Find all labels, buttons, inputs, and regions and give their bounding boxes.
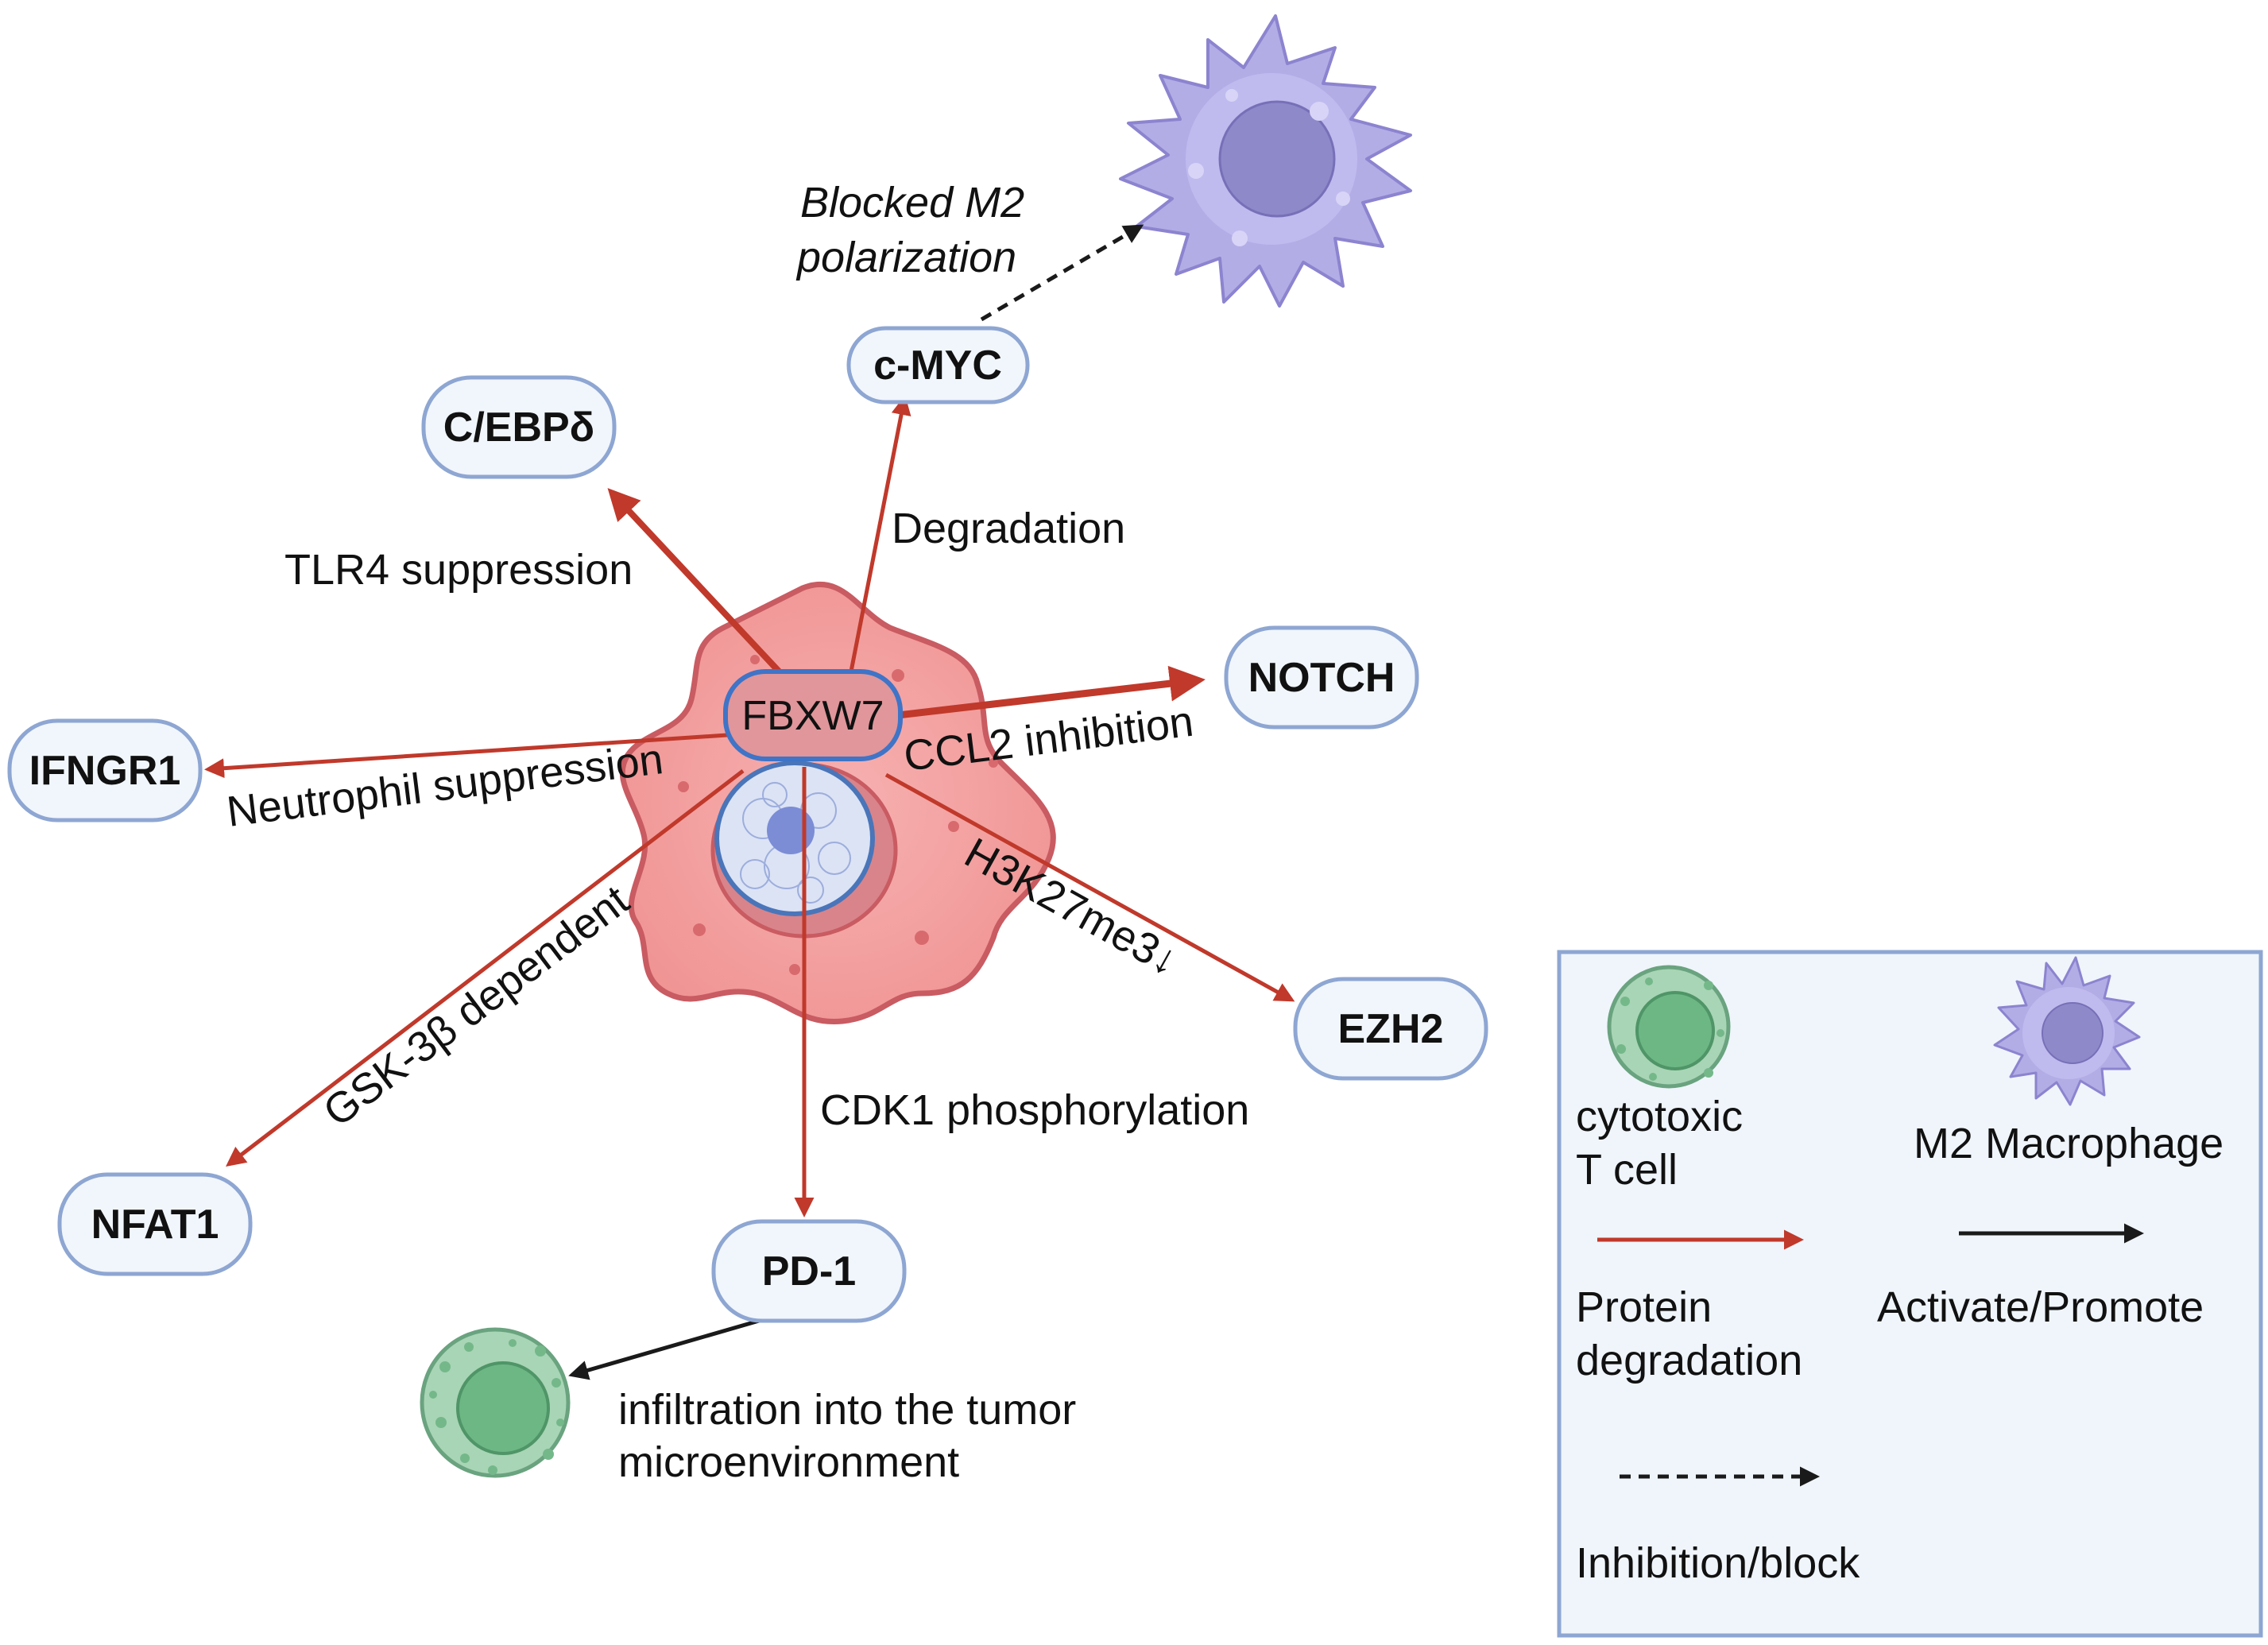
- label-blocked-m2-line2: polarization: [795, 234, 1016, 281]
- label-infiltration-line2: microenvironment: [618, 1438, 959, 1486]
- arrow-to-ifngr1: [204, 733, 728, 779]
- node-ifngr1[interactable]: IFNGR1: [7, 718, 203, 822]
- hub-label: FBXW7: [741, 693, 884, 739]
- m2-macrophage-icon: [1119, 14, 1412, 308]
- arrow-to-cmyc: [848, 395, 911, 676]
- node-ezh2[interactable]: EZH2: [1293, 977, 1488, 1081]
- legend-tcell-line2: T cell: [1576, 1146, 1678, 1194]
- label-neutrophil-suppression: Neutrophil suppression: [224, 735, 666, 836]
- label-infiltration-line1: infiltration into the tumor: [618, 1386, 1076, 1434]
- tumor-cell-icon: [619, 581, 1056, 1025]
- legend: cytotoxic T cell M2 Macrophage Protein d…: [1557, 950, 2263, 1638]
- label-gsk3b-dependent: GSK-3β dependent: [315, 877, 637, 1136]
- hub-node-fbxw7[interactable]: FBXW7: [723, 669, 903, 761]
- legend-t-cell-icon: [1607, 965, 1731, 1089]
- node-cmyc[interactable]: c-MYC: [846, 326, 1030, 404]
- node-cmyc-label: c-MYC: [873, 343, 1002, 389]
- legend-macrophage-icon: [1993, 956, 2141, 1106]
- node-ezh2-label: EZH2: [1338, 1006, 1444, 1052]
- node-notch-label: NOTCH: [1248, 655, 1395, 701]
- activate-arrow-to-t-cell: [568, 1317, 765, 1380]
- arrow-to-cebpd: [607, 488, 785, 678]
- legend-tcell-line1: cytotoxic: [1576, 1093, 1743, 1140]
- arrow-to-nfat1: [226, 769, 745, 1167]
- legend-protein-line2: degradation: [1576, 1337, 1802, 1384]
- node-cebpd-label: C/EBPδ: [443, 404, 594, 451]
- inhibition-arrow-to-macrophage: [980, 224, 1144, 322]
- node-nfat1[interactable]: NFAT1: [57, 1172, 253, 1276]
- node-pd1[interactable]: PD-1: [711, 1219, 907, 1323]
- node-cebpd[interactable]: C/EBPδ: [421, 375, 617, 479]
- node-nfat1-label: NFAT1: [91, 1202, 219, 1248]
- legend-protein-line1: Protein: [1576, 1283, 1712, 1331]
- arrow-to-notch: [897, 665, 1206, 719]
- label-cdk1-phosphorylation: CDK1 phosphorylation: [820, 1086, 1249, 1134]
- label-tlr4-suppression: TLR4 suppression: [284, 546, 633, 594]
- label-degradation: Degradation: [892, 505, 1125, 552]
- label-blocked-m2-line1: Blocked M2: [800, 179, 1024, 226]
- legend-activate-label: Activate/Promote: [1877, 1283, 2204, 1331]
- node-notch[interactable]: NOTCH: [1224, 625, 1419, 730]
- legend-inhibition-label: Inhibition/block: [1576, 1539, 1860, 1587]
- arrow-to-ezh2: [884, 772, 1295, 1002]
- legend-macrophage-label: M2 Macrophage: [1914, 1120, 2223, 1167]
- node-ifngr1-label: IFNGR1: [29, 748, 181, 794]
- cytotoxic-t-cell-icon: [420, 1327, 571, 1478]
- node-pd1-label: PD-1: [762, 1248, 856, 1295]
